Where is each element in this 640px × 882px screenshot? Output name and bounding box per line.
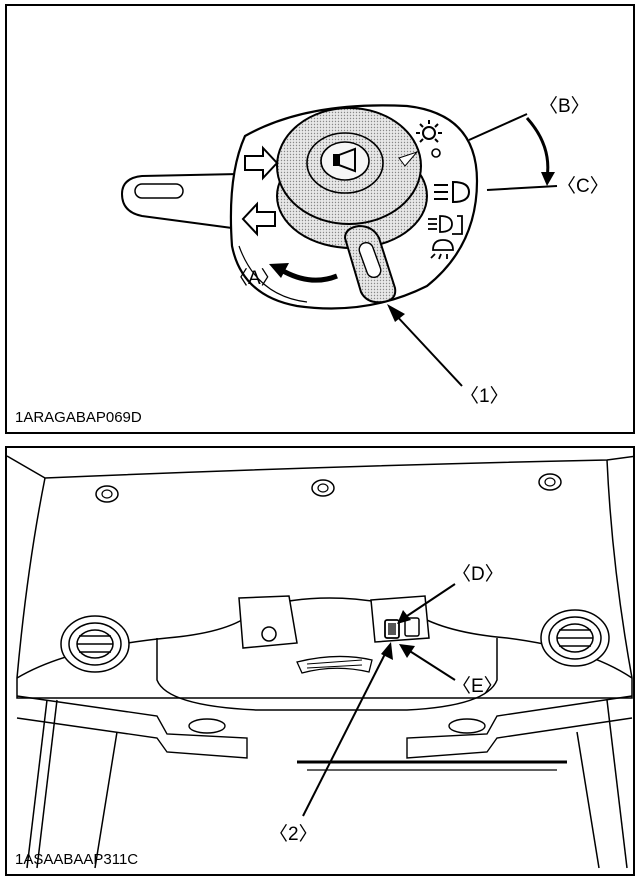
pillar-right bbox=[576, 731, 600, 869]
arm-slot bbox=[134, 183, 184, 199]
leader-d bbox=[400, 583, 456, 621]
leader-e bbox=[404, 647, 456, 681]
screw-center bbox=[311, 479, 335, 497]
callout-c: 〈C〉 bbox=[557, 175, 609, 197]
arrow-b-to-c bbox=[525, 117, 550, 179]
figure-code: 1ASAABAAP311C bbox=[15, 851, 139, 868]
figure-code: 1ARAGABAP069D bbox=[15, 409, 142, 426]
figure-cab-ceiling: 〈D〉 〈E〉 〈2〉 1ASAABAAP311C bbox=[5, 446, 635, 876]
air-vent-left bbox=[60, 615, 130, 673]
screw-right bbox=[538, 473, 562, 491]
dome-light-left bbox=[188, 718, 226, 734]
callout-e: 〈E〉 bbox=[452, 675, 503, 697]
work-light-icon bbox=[428, 215, 463, 260]
headlight-icon bbox=[434, 180, 471, 204]
rear-trim-right bbox=[406, 695, 633, 759]
rotation-arrow-a bbox=[275, 265, 338, 283]
position-marker bbox=[398, 150, 419, 167]
callout-a: 〈A〉 bbox=[229, 267, 280, 289]
figure-light-switch: 〈A〉 〈B〉 〈C〉 〈1〉 1ARAGABAP069D bbox=[5, 4, 635, 434]
dome-light-right bbox=[448, 718, 486, 734]
control-knob bbox=[261, 626, 277, 642]
switch-mounting-arm bbox=[120, 172, 241, 230]
rocker-switch-secondary bbox=[404, 617, 420, 637]
turn-right-arrow-icon bbox=[244, 145, 279, 181]
light-off-sun-icon bbox=[416, 120, 442, 143]
ceiling-panel bbox=[16, 459, 633, 699]
horn-icon bbox=[333, 147, 356, 173]
screw-left bbox=[95, 485, 119, 503]
light-switch-illustration: 〈A〉 〈B〉 〈C〉 〈1〉 bbox=[120, 95, 609, 407]
callout-2: 〈2〉 bbox=[269, 823, 318, 845]
leader-b bbox=[468, 113, 528, 141]
pillar-left bbox=[26, 699, 48, 869]
horn-button bbox=[320, 141, 370, 181]
ceiling-front-edge bbox=[16, 597, 633, 679]
lever-grip-slot bbox=[358, 241, 382, 279]
callout-b: 〈B〉 bbox=[539, 95, 590, 117]
cab-ceiling-illustration: 〈D〉 〈E〉 〈2〉 bbox=[7, 455, 633, 869]
off-position-dot bbox=[431, 148, 441, 158]
ceiling-top-edge bbox=[7, 455, 633, 479]
control-module-left bbox=[238, 595, 298, 649]
turn-left-arrow-icon bbox=[241, 201, 276, 237]
air-vent-right bbox=[540, 609, 610, 667]
pillar-left-inner bbox=[94, 731, 118, 869]
rear-trim-left bbox=[16, 695, 248, 759]
callout-1: 〈1〉 bbox=[460, 385, 509, 407]
leader-2 bbox=[302, 649, 388, 817]
callout-d: 〈D〉 bbox=[452, 563, 504, 585]
leader-1 bbox=[392, 311, 463, 387]
leader-c bbox=[486, 185, 558, 191]
